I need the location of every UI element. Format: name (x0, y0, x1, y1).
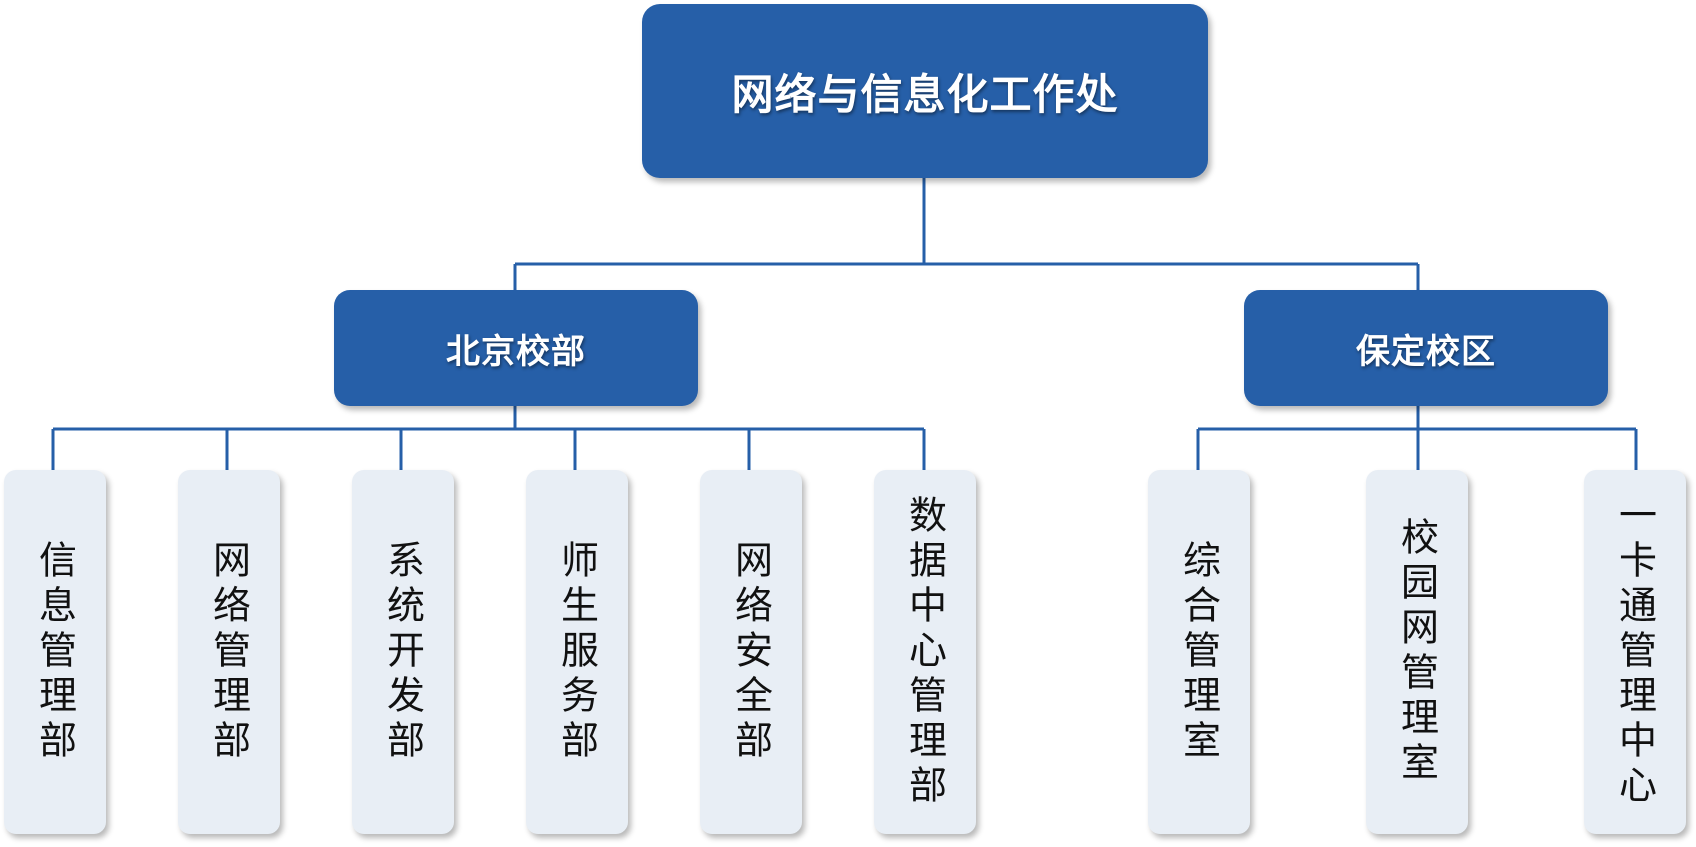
unit-label: 校园网管理室 (1394, 517, 1439, 787)
unit-label: 数据中心管理部 (902, 494, 947, 810)
unit-label: 一卡通管理中心 (1612, 494, 1657, 810)
baoding-connector (1196, 406, 1638, 470)
unit-label: 综合管理室 (1176, 539, 1221, 765)
root-connector (513, 178, 1420, 290)
branch-node-beijing: 北京校部 (334, 290, 698, 406)
unit-node: 师生服务部 (526, 470, 628, 834)
root-label: 网络与信息化工作处 (731, 69, 1119, 119)
branch-node-baoding: 保定校区 (1244, 290, 1608, 406)
unit-label: 信息管理部 (32, 539, 77, 765)
unit-node: 网络安全部 (700, 470, 802, 834)
unit-node: 校园网管理室 (1366, 470, 1468, 834)
unit-label: 师生服务部 (554, 539, 599, 765)
unit-label: 系统开发部 (380, 539, 425, 765)
beijing-connector (51, 406, 926, 470)
root-node: 网络与信息化工作处 (642, 4, 1208, 178)
unit-node: 信息管理部 (4, 470, 106, 834)
unit-label: 网络管理部 (206, 539, 251, 765)
branch-label: 北京校部 (446, 331, 586, 372)
unit-node: 网络管理部 (178, 470, 280, 834)
unit-node: 系统开发部 (352, 470, 454, 834)
unit-node: 数据中心管理部 (874, 470, 976, 834)
branch-label: 保定校区 (1356, 331, 1496, 372)
unit-node: 一卡通管理中心 (1584, 470, 1686, 834)
unit-label: 网络安全部 (728, 539, 773, 765)
unit-node: 综合管理室 (1148, 470, 1250, 834)
